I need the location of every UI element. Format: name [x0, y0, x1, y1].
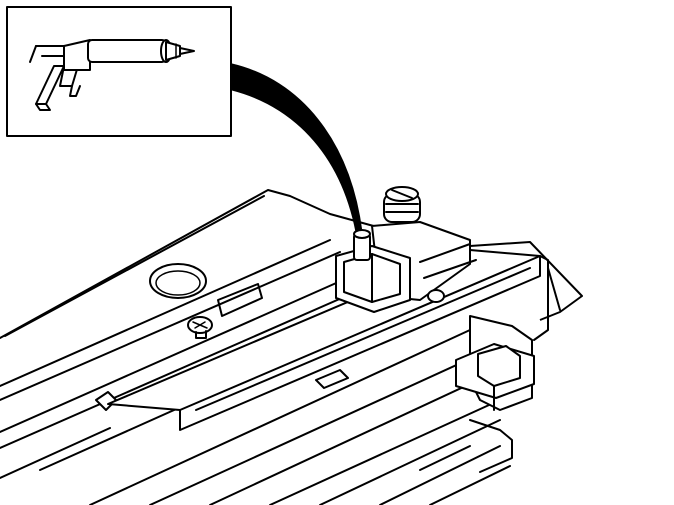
screw: [187, 316, 213, 339]
caulking-gun-icon: [29, 39, 195, 111]
callout-leader: [231, 63, 363, 233]
square-bracket: [455, 255, 549, 411]
callout-box: [6, 6, 232, 137]
oval-hole: [149, 263, 207, 299]
slot: [217, 283, 263, 317]
inlet-assembly: [335, 186, 477, 313]
hose-fitting: [383, 186, 421, 223]
